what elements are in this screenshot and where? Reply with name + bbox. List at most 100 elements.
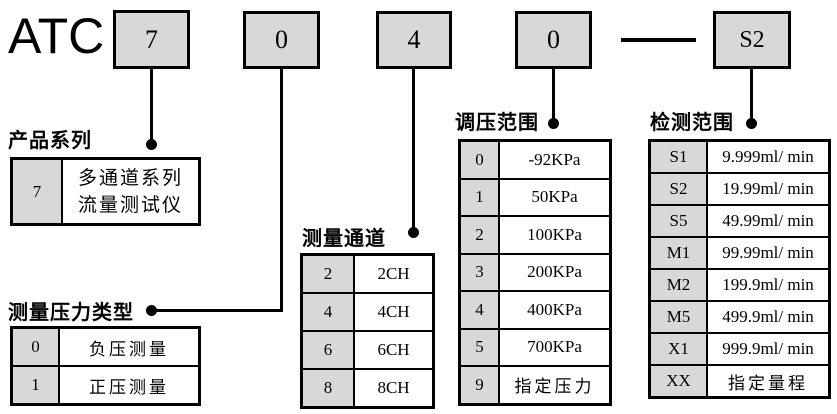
row-value: 50KPa [498,177,612,217]
table-row: 3 200KPa [458,252,612,292]
row-key: M5 [648,300,708,334]
regulation-range-table: 0 -92KPa 1 50KPa 2 100KPa 3 200KPa 4 400… [458,139,612,406]
label-series: 产品系列 [8,130,92,152]
table-row: X1 999.9ml/ min [648,332,831,366]
connector-series-dot [146,139,157,150]
pressure-type-table: 0 负压测量 1 正压测量 [10,326,201,406]
code-box-regulation-text: 0 [547,25,560,54]
row-key: 0 [458,139,500,180]
table-row: 7 多通道系列 流量测试仪 [10,157,201,226]
code-box-detection-text: S2 [739,26,765,53]
row-key: 4 [458,290,500,330]
code-box-pressure-type: 0 [243,11,320,69]
row-key: 1 [10,365,60,406]
row-value-text: 多通道系列 流量测试仪 [77,167,183,216]
table-row: S2 19.99ml/ min [648,172,831,206]
code-box-detection: S2 [713,11,791,69]
code-box-pressure-type-text: 0 [275,25,288,54]
table-row: 5 700KPa [458,327,612,367]
table-row: 9 指定压力 [458,365,612,405]
connector-pressure-type-horizontal [153,309,283,312]
channels-table: 2 2CH 4 4CH 6 6CH 8 8CH [300,253,435,409]
table-row: 4 400KPa [458,290,612,330]
row-key: M1 [648,236,708,270]
table-row: 2 100KPa [458,215,612,255]
hyphen-separator [621,38,696,42]
table-row: 8 8CH [300,368,435,409]
row-value: 499.9ml/ min [706,300,831,334]
row-value: 负压测量 [58,326,201,367]
code-box-series-text: 7 [145,24,158,54]
table-row: S1 9.999ml/ min [648,139,831,174]
label-channels: 测量通道 [302,228,386,250]
connector-channels [412,69,415,233]
row-value: 199.9ml/ min [706,268,831,302]
row-value: 4CH [353,292,435,332]
row-value: 700KPa [498,327,612,367]
row-value: 99.99ml/ min [706,236,831,270]
row-key: 7 [10,157,63,226]
connector-channels-dot [408,227,419,238]
row-key: M2 [648,268,708,302]
table-row: M2 199.9ml/ min [648,268,831,302]
row-key: 2 [458,215,500,255]
table-row: 1 50KPa [458,177,612,217]
row-value: 999.9ml/ min [706,332,831,366]
table-row: 6 6CH [300,330,435,370]
row-value: 49.99ml/ min [706,204,831,238]
series-table: 7 多通道系列 流量测试仪 [10,157,201,226]
connector-pressure-type-vertical [280,69,283,312]
label-detection: 检测范围 [650,112,734,134]
connector-regulation-dot [548,118,559,129]
row-key: 3 [458,252,500,292]
code-box-series: 7 [113,10,190,69]
table-row: M5 499.9ml/ min [648,300,831,334]
code-box-channels-text: 4 [407,25,421,54]
table-row: M1 99.99ml/ min [648,236,831,270]
connector-series [150,69,153,145]
table-row: 2 2CH [300,253,435,294]
connector-pressure-type-dot [146,305,157,316]
row-value: 6CH [353,330,435,370]
row-key: S2 [648,172,708,206]
row-value: 多通道系列 流量测试仪 [61,157,201,226]
brand-text: ATC [8,8,105,64]
row-value: -92KPa [498,139,612,180]
row-value: 8CH [353,368,435,409]
connector-regulation [552,69,555,124]
table-row: 0 -92KPa [458,139,612,180]
table-row: XX 指定量程 [648,364,831,399]
label-regulation: 调压范围 [455,112,539,134]
table-row: S5 49.99ml/ min [648,204,831,238]
row-value: 19.99ml/ min [706,172,831,206]
row-value: 2CH [353,253,435,294]
code-box-channels: 4 [376,11,452,69]
code-box-regulation: 0 [515,11,592,69]
row-value: 100KPa [498,215,612,255]
row-key: 2 [300,253,355,294]
row-key: 1 [458,177,500,217]
row-key: 5 [458,327,500,367]
row-key: 0 [10,326,60,367]
row-value: 9.999ml/ min [706,139,831,174]
row-key: X1 [648,332,708,366]
row-key: 4 [300,292,355,332]
row-value: 指定量程 [706,364,831,399]
row-value: 400KPa [498,290,612,330]
label-pressure-type: 测量压力类型 [8,302,134,324]
row-key: XX [648,364,708,399]
row-key: 9 [458,365,500,405]
row-key: S5 [648,204,708,238]
detection-range-table: S1 9.999ml/ min S2 19.99ml/ min S5 49.99… [648,139,831,399]
row-value: 200KPa [498,252,612,292]
row-value: 正压测量 [58,365,201,406]
row-key: S1 [648,139,708,174]
row-key: 6 [300,330,355,370]
connector-detection [750,69,753,124]
row-value: 指定压力 [498,365,612,405]
table-row: 1 正压测量 [10,365,201,406]
row-key: 8 [300,368,355,409]
table-row: 4 4CH [300,292,435,332]
connector-detection-dot [746,118,757,129]
